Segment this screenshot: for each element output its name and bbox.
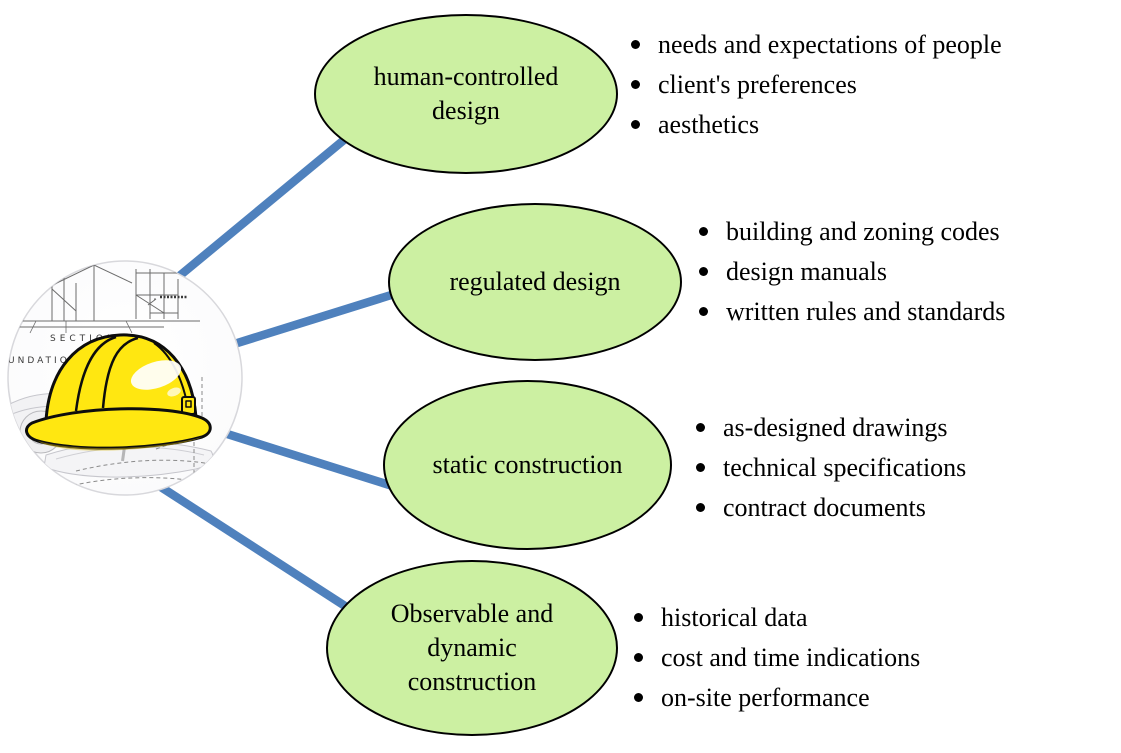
connector-line-4 xyxy=(147,476,365,621)
bullet-item: client's preferences xyxy=(630,65,1002,105)
node-human-controlled-design: human-controlled design xyxy=(314,14,618,174)
bullet-item: as-designed drawings xyxy=(695,408,966,448)
node-observable-dynamic-construction: Observable and dynamic construction xyxy=(326,560,618,736)
connector-line-1 xyxy=(157,126,359,296)
node-static-construction: static construction xyxy=(383,380,672,550)
bullet-item: on-site performance xyxy=(633,678,920,718)
blueprint-sketch: SECTION UNDATION xyxy=(8,264,217,488)
bullet-list-human-controlled-design: needs and expectations of people client'… xyxy=(630,25,1002,145)
node-label: Observable and dynamic construction xyxy=(390,599,554,696)
node-label: static construction xyxy=(432,450,623,479)
node-regulated-design: regulated design xyxy=(388,203,682,361)
bullet-list-static-construction: as-designed drawings technical specifica… xyxy=(695,408,966,528)
bullet-item: aesthetics xyxy=(630,105,1002,145)
tiny-stamp-smudge xyxy=(121,446,126,462)
connector-line-2 xyxy=(213,286,406,355)
bullet-item: technical specifications xyxy=(695,448,966,488)
bullet-item: design manuals xyxy=(698,252,1005,292)
bullet-item: cost and time indications xyxy=(633,638,920,678)
bullet-item: written rules and standards xyxy=(698,292,1005,332)
bullet-item: building and zoning codes xyxy=(698,212,1005,252)
bullet-list-regulated-design: building and zoning codes design manuals… xyxy=(698,212,1005,332)
bullet-item: historical data xyxy=(633,598,920,638)
node-label: regulated design xyxy=(449,267,621,296)
blueprint-label-section: SECTION xyxy=(50,334,118,344)
node-label: human-controlled design xyxy=(373,62,559,125)
blueprint-hardhat-image: SECTION UNDATION xyxy=(7,260,243,496)
connector-line-3 xyxy=(203,422,404,494)
hard-hat-brim-shadow xyxy=(38,437,202,451)
bullet-item: contract documents xyxy=(695,488,966,528)
hard-hat xyxy=(25,333,212,451)
hard-hat-brim xyxy=(25,407,212,450)
blueprint-label-foundation: UNDATION xyxy=(8,356,80,366)
bullet-item: needs and expectations of people xyxy=(630,25,1002,65)
hard-hat-highlight xyxy=(130,360,182,390)
bullet-list-observable-dynamic-construction: historical data cost and time indication… xyxy=(633,598,920,718)
